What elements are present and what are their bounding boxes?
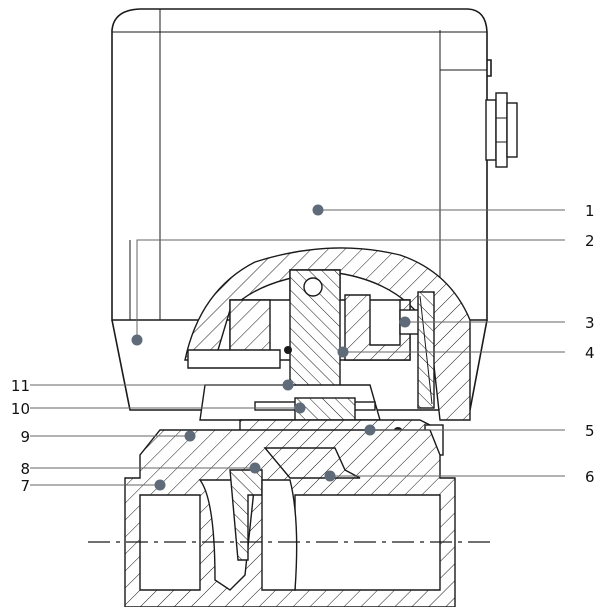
callout-dot-11 <box>282 379 294 391</box>
callout-dot-10 <box>294 402 306 414</box>
callout-label-1: 1 <box>585 202 595 220</box>
callout-label-2: 2 <box>585 232 595 250</box>
callout-dot-1 <box>312 204 324 216</box>
cable-gland <box>485 92 518 168</box>
callout-leaders <box>30 204 565 491</box>
callout-dot-3 <box>399 316 411 328</box>
callout-dot-9 <box>184 430 196 442</box>
callout-label-3: 3 <box>585 314 595 332</box>
callout-label-9: 9 <box>20 428 30 446</box>
callout-label-5: 5 <box>585 422 595 440</box>
callout-label-7: 7 <box>20 477 30 495</box>
cutaway-section <box>184 247 471 480</box>
callout-dot-4 <box>337 346 349 358</box>
callout-dot-6 <box>324 470 336 482</box>
actuator-housing <box>111 8 492 321</box>
callout-label-8: 8 <box>20 460 30 478</box>
callout-label-11: 11 <box>11 377 30 395</box>
callout-dot-5 <box>364 424 376 436</box>
callout-label-10: 10 <box>11 400 30 418</box>
callout-label-6: 6 <box>585 468 595 486</box>
callout-label-4: 4 <box>585 344 595 362</box>
callout-labels: 1 2 3 4 5 6 78 9 10 11 <box>11 202 595 495</box>
valve-body <box>124 429 456 607</box>
callout-dot-2 <box>131 334 143 346</box>
callout-dot-7 <box>154 479 166 491</box>
callout-leader-2 <box>136 239 565 340</box>
callout-dot-8 <box>249 462 261 474</box>
